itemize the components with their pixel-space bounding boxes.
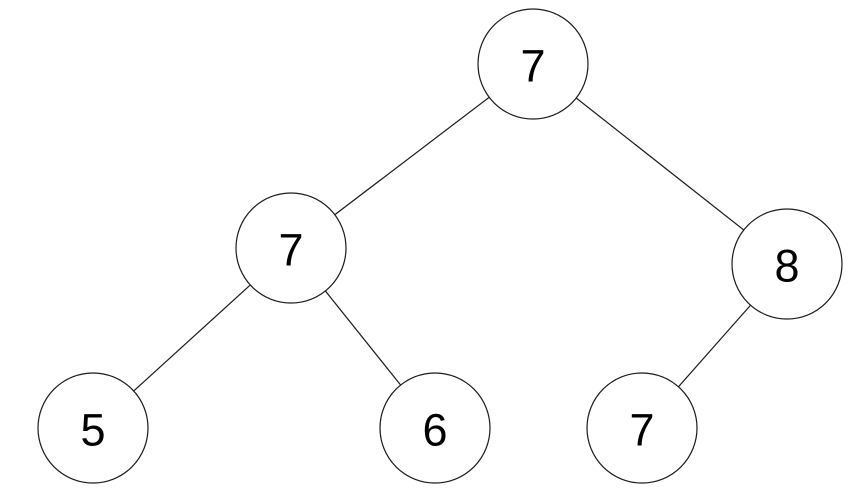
- tree-node-circle-root: [477, 8, 589, 120]
- tree-node-circle-left-right: [379, 372, 491, 484]
- tree-node-circle-left-left: [37, 372, 149, 484]
- tree-node-right: 8: [731, 208, 843, 320]
- tree-node-label-left-left: 5: [80, 405, 105, 456]
- tree-node-label-root: 7: [520, 41, 545, 92]
- tree-node-label-right: 8: [774, 241, 799, 292]
- tree-node-label-left-right: 6: [422, 405, 447, 456]
- tree-node-circle-left: [235, 192, 347, 304]
- tree-node-right-left: 7: [586, 372, 698, 484]
- tree-node-label-left: 7: [278, 225, 303, 276]
- tree-node-root: 7: [477, 8, 589, 120]
- tree-node-left-left: 5: [37, 372, 149, 484]
- tree-node-left: 7: [235, 192, 347, 304]
- tree-node-left-right: 6: [379, 372, 491, 484]
- tree-node-circle-right-left: [586, 372, 698, 484]
- tree-node-label-right-left: 7: [629, 405, 654, 456]
- tree-node-circle-right: [731, 208, 843, 320]
